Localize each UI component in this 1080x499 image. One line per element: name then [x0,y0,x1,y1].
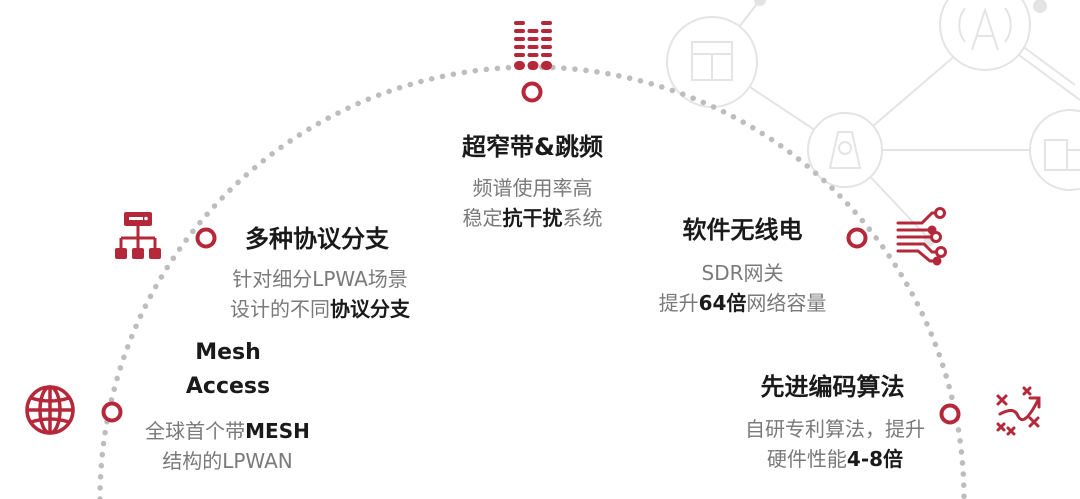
arc-node-protocol [195,227,217,249]
protocol-desc-line-1: 针对细分LPWA场景 [232,267,408,291]
narrowband-desc-line-2: 稳定抗干扰系统 [462,206,603,230]
narrowband-desc-line-1: 频谱使用率高 [472,176,593,200]
coding-desc-line-2: 硬件性能4-8倍 [766,447,904,471]
circuit-icon [896,207,947,266]
arc-node-mesh [101,401,123,423]
mesh-desc-line-1: 全球首个带MESH [145,419,310,443]
protocol-title: 多种协议分支 [245,225,389,253]
protocol-desc: 针对细分LPWA场景 设计的不同协议分支 [205,264,435,324]
mesh-desc-line-2: 结构的LPWAN [162,449,293,473]
background-network-graphic [666,0,1080,246]
narrowband-title: 超窄带&跳频 [462,133,603,161]
sdr-desc-line-1: SDR网关 [701,261,784,285]
hierarchy-icon [115,212,161,259]
arc-node-coding [939,403,961,425]
narrowband-desc: 频谱使用率高 稳定抗干扰系统 [420,173,645,233]
arc-node-narrowband [521,81,543,103]
coding-desc: 自研专利算法，提升 硬件性能4-8倍 [730,414,940,474]
arc-node-sdr [846,227,868,249]
coding-title: 先进编码算法 [760,373,905,401]
sdr-title: 软件无线电 [682,216,803,244]
strategy-icon [996,386,1041,436]
mesh-title: Mesh Access [185,340,271,399]
sdr-desc-line-2: 提升64倍网络容量 [658,291,827,315]
globe-icon [25,385,75,435]
sdr-desc: SDR网关 提升64倍网络容量 [630,258,855,318]
protocol-desc-line-2: 设计的不同协议分支 [230,297,410,321]
mesh-desc: 全球首个带MESH 结构的LPWAN [130,416,325,476]
frequency-bars-icon [514,21,552,70]
coding-desc-line-1: 自研专利算法，提升 [745,417,925,441]
arc-nodes [101,81,961,425]
